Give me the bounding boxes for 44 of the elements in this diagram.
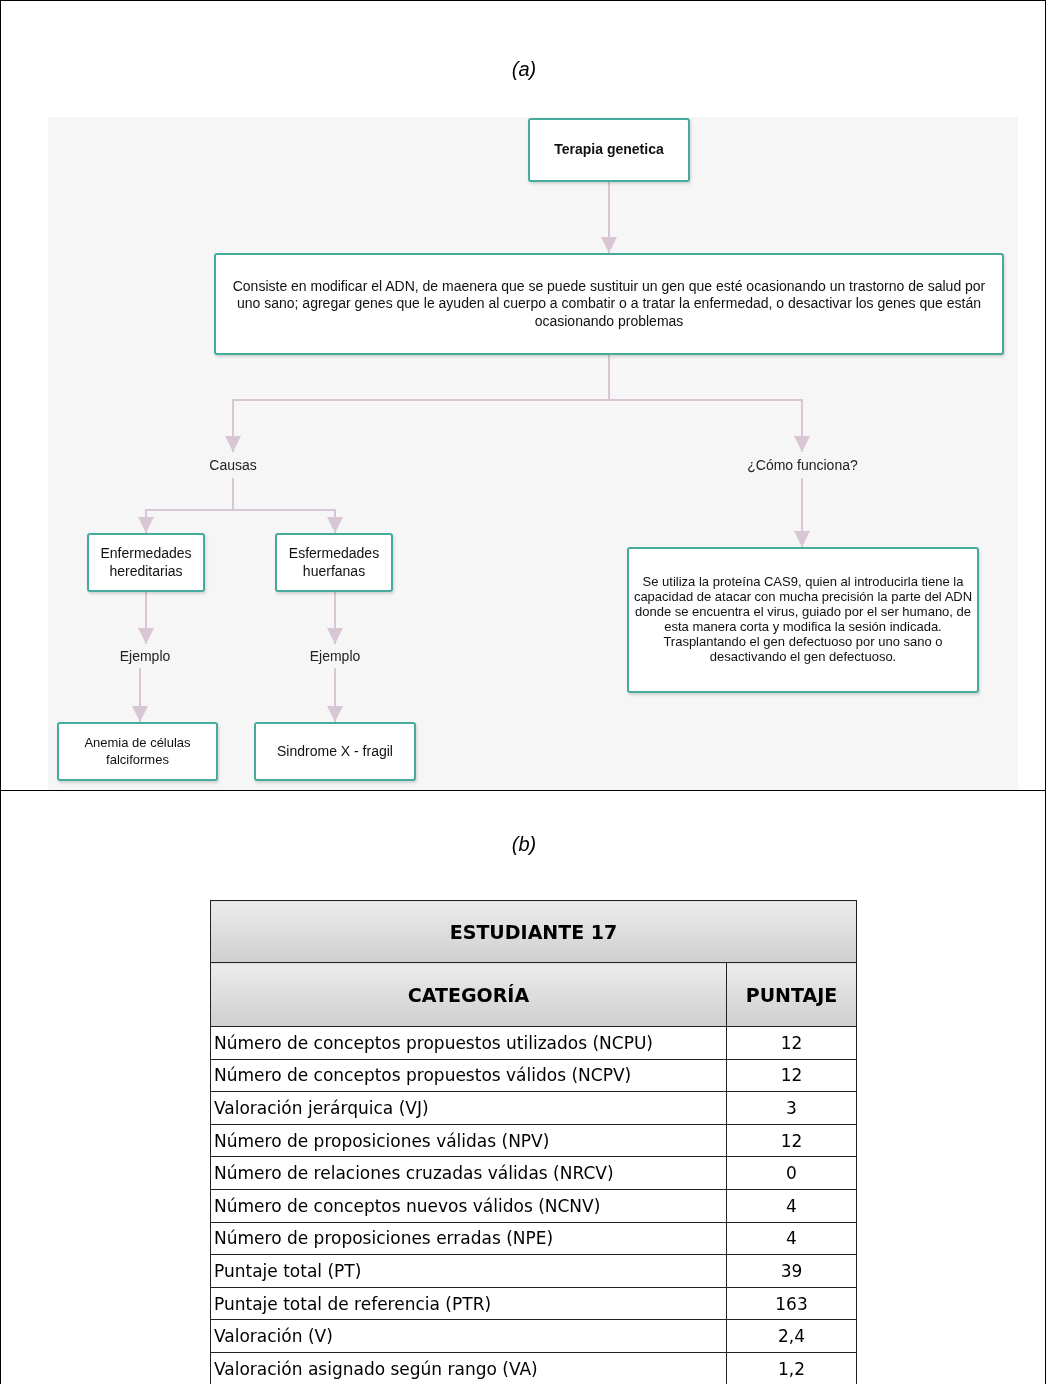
table-cell: Puntaje total de referencia (PTR) xyxy=(210,1287,727,1320)
table-cell: Número de conceptos propuestos válidos (NCPV) xyxy=(210,1059,727,1092)
table-cell: 2,4 xyxy=(726,1319,857,1353)
table-cell: Número de proposiciones válidas (NPV) xyxy=(210,1124,727,1157)
panel-label: (a) xyxy=(510,58,538,81)
linking-text: Ejemplo xyxy=(295,644,375,668)
arrow xyxy=(601,181,617,254)
concept-box: Esfermedades huerfanas xyxy=(275,533,393,592)
table-cell: 3 xyxy=(726,1091,857,1125)
table-cell: Número de proposiciones erradas (NPE) xyxy=(210,1222,727,1255)
table-cell: 4 xyxy=(726,1222,857,1255)
table-cell: 12 xyxy=(726,1059,857,1092)
panel-label: (b) xyxy=(510,833,538,856)
arrow xyxy=(232,477,343,534)
table-cell: Número de conceptos propuestos utilizados (NCPU) xyxy=(210,1026,727,1060)
header-cell: CATEGORÍA xyxy=(210,962,727,1027)
concept-box: Consiste en modificar el ADN, de maenera que se puede sustituir un gen que esté ocasionando un trastorno de salud por uno sano; agregar genes que le ayuden al cuerpo a combatir o a tratar la enfermedad, o desactivar los genes que están ocasionando problemas xyxy=(214,253,1004,355)
table-cell: 0 xyxy=(726,1156,857,1190)
concept-box: Anemia de células falciformes xyxy=(57,722,218,781)
header-cell: PUNTAJE xyxy=(726,962,857,1027)
table-cell: 12 xyxy=(726,1124,857,1157)
table-cell: 4 xyxy=(726,1189,857,1223)
table-cell: Valoración asignado según rango (VA) xyxy=(210,1352,727,1384)
header-cell: ESTUDIANTE 17 xyxy=(210,900,857,963)
linking-text: Causas xyxy=(180,452,286,478)
concept-box: Sindrome X - fragil xyxy=(254,722,416,781)
arrow xyxy=(327,667,343,723)
table-cell: Número de relaciones cruzadas válidas (NRCV) xyxy=(210,1156,727,1190)
table-cell: Valoración (V) xyxy=(210,1319,727,1353)
table-cell: 12 xyxy=(726,1026,857,1060)
table-cell: Número de conceptos nuevos válidos (NCNV) xyxy=(210,1189,727,1223)
concept-box: Se utiliza la proteína CAS9, quien al introducirla tiene la capacidad de atacar con mucha precisión la parte del ADN donde se encuentra el virus, guiado por el ser humano, de esta manera corta y modifica la sesión indicada. Trasplantando el gen defectuoso por uno sano o desactivando el gen defectuoso. xyxy=(627,547,979,693)
arrow xyxy=(132,667,148,723)
table-cell: Valoración jerárquica (VJ) xyxy=(210,1091,727,1125)
linking-text: Ejemplo xyxy=(105,644,185,668)
arrow xyxy=(327,591,343,645)
table-cell: Puntaje total (PT) xyxy=(210,1254,727,1288)
arrow xyxy=(138,591,154,645)
table-cell: 39 xyxy=(726,1254,857,1288)
concept-box: Terapia genetica xyxy=(528,118,690,182)
concept-box: Enfermedades hereditarias xyxy=(87,533,205,592)
linking-text: ¿Cómo funciona? xyxy=(720,452,885,478)
arrow xyxy=(794,477,810,548)
table-cell: 163 xyxy=(726,1287,857,1320)
